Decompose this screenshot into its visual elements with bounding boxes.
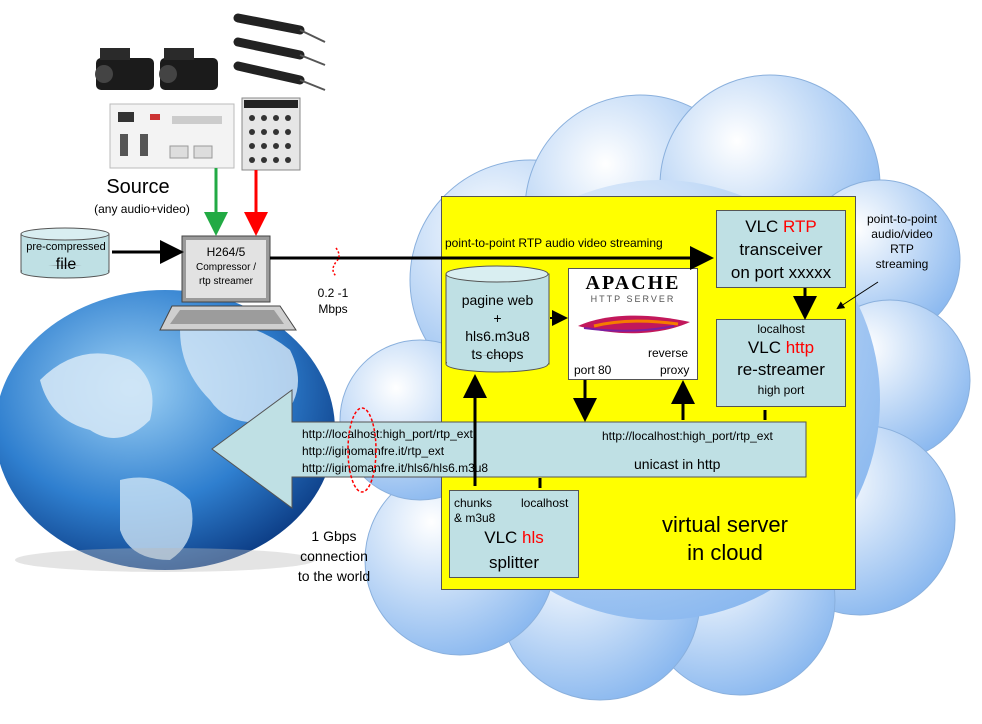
microphone-icon bbox=[233, 13, 305, 85]
apache-proxy: proxy bbox=[660, 363, 690, 377]
url-right: http://localhost:high_port/rtp_ext bbox=[602, 429, 773, 443]
unicast-label: unicast in http bbox=[634, 456, 721, 472]
laptop-line-2: Compressor / bbox=[195, 262, 256, 273]
web-storage-icon bbox=[445, 265, 550, 373]
url-left-3: http://iginomanfre.it/hls6/hls6.m3u8 bbox=[302, 461, 489, 475]
microphone-stand-icon bbox=[299, 29, 326, 91]
vlc-hls-title: VLC hls bbox=[449, 528, 579, 548]
vlc-rtp-accent: RTP bbox=[783, 217, 817, 236]
vlc-hls-line-2: splitter bbox=[488, 553, 540, 572]
vlc-http-line-3: high port bbox=[757, 383, 805, 397]
source-subtitle: (any audio+video) bbox=[94, 202, 190, 216]
vlc-http-box: localhost VLC http re-streamer high port bbox=[716, 319, 846, 407]
bandwidth-marker bbox=[332, 247, 340, 277]
bandwidth-label-1: 0.2 -1 bbox=[317, 286, 349, 300]
side-note-arrow bbox=[836, 281, 879, 310]
vlc-http-line-2: re-streamer bbox=[737, 360, 825, 379]
audio-mixer-icon bbox=[241, 97, 301, 171]
apache-port: port 80 bbox=[574, 363, 612, 377]
vlc-rtp-line-3: on port xxxxx bbox=[730, 263, 832, 282]
rtp-stream-label: point-to-point RTP audio video streaming bbox=[445, 236, 663, 250]
vlc-rtp-prefix: VLC bbox=[745, 217, 784, 236]
laptop-line-1: H264/5 bbox=[206, 245, 246, 259]
file-label-2: file bbox=[55, 256, 77, 273]
vlc-hls-box bbox=[449, 490, 579, 578]
vlc-rtp-line-2: transceiver bbox=[739, 240, 823, 259]
vlc-hls-localhost: localhost bbox=[521, 496, 569, 510]
source-title: Source bbox=[106, 176, 170, 198]
side-note-3: RTP bbox=[890, 242, 914, 256]
vlc-hls-prefix: VLC bbox=[484, 528, 523, 547]
server-label-1: virtual server bbox=[662, 512, 788, 537]
web-store-2: + bbox=[493, 310, 502, 326]
gbps-marker bbox=[347, 407, 377, 493]
bandwidth-label-2: Mbps bbox=[318, 302, 348, 316]
connection-label-2: connection bbox=[300, 548, 368, 564]
url-left-2: http://iginomanfre.it/rtp_ext bbox=[302, 444, 445, 458]
file-label-1: pre-compressed bbox=[26, 241, 106, 253]
side-note-4: streaming bbox=[875, 257, 929, 271]
laptop-line-3: rtp streamer bbox=[199, 276, 253, 287]
server-label-2: in cloud bbox=[687, 540, 763, 565]
apache-logo-word: APACHE bbox=[585, 272, 681, 294]
vlc-rtp-box: VLC RTP transceiver on port xxxxx bbox=[716, 210, 846, 288]
camera-icon bbox=[95, 48, 154, 90]
vlc-http-top: localhost bbox=[757, 322, 805, 336]
side-note-2: audio/video bbox=[871, 227, 933, 241]
web-store-4: ts chops bbox=[471, 346, 524, 362]
laptop-icon bbox=[159, 235, 297, 331]
side-note-1: point-to-point bbox=[866, 212, 938, 226]
vlc-hls-m3u8: & m3u8 bbox=[454, 511, 496, 525]
apache-feather-icon bbox=[578, 315, 690, 334]
apache-reverse: reverse bbox=[648, 346, 689, 360]
web-store-1: pagine web bbox=[461, 292, 534, 308]
video-mixer-icon bbox=[109, 103, 235, 169]
connection-label-1: 1 Gbps bbox=[311, 528, 357, 544]
vlc-http-prefix: VLC bbox=[747, 338, 786, 357]
vlc-hls-chunks: chunks bbox=[454, 496, 493, 510]
web-store-3: hls6.m3u8 bbox=[465, 328, 530, 344]
file-storage-icon bbox=[20, 227, 110, 279]
globe-icon bbox=[0, 290, 335, 572]
vlc-hls-accent: hls bbox=[522, 528, 544, 547]
url-left-1: http://localhost:high_port/rtp_ext bbox=[302, 427, 473, 441]
apache-logo-sub: HTTP SERVER bbox=[590, 294, 676, 304]
camera-icon bbox=[159, 48, 218, 90]
connection-label-3: to the world bbox=[297, 568, 371, 584]
vlc-http-accent: http bbox=[785, 338, 815, 357]
